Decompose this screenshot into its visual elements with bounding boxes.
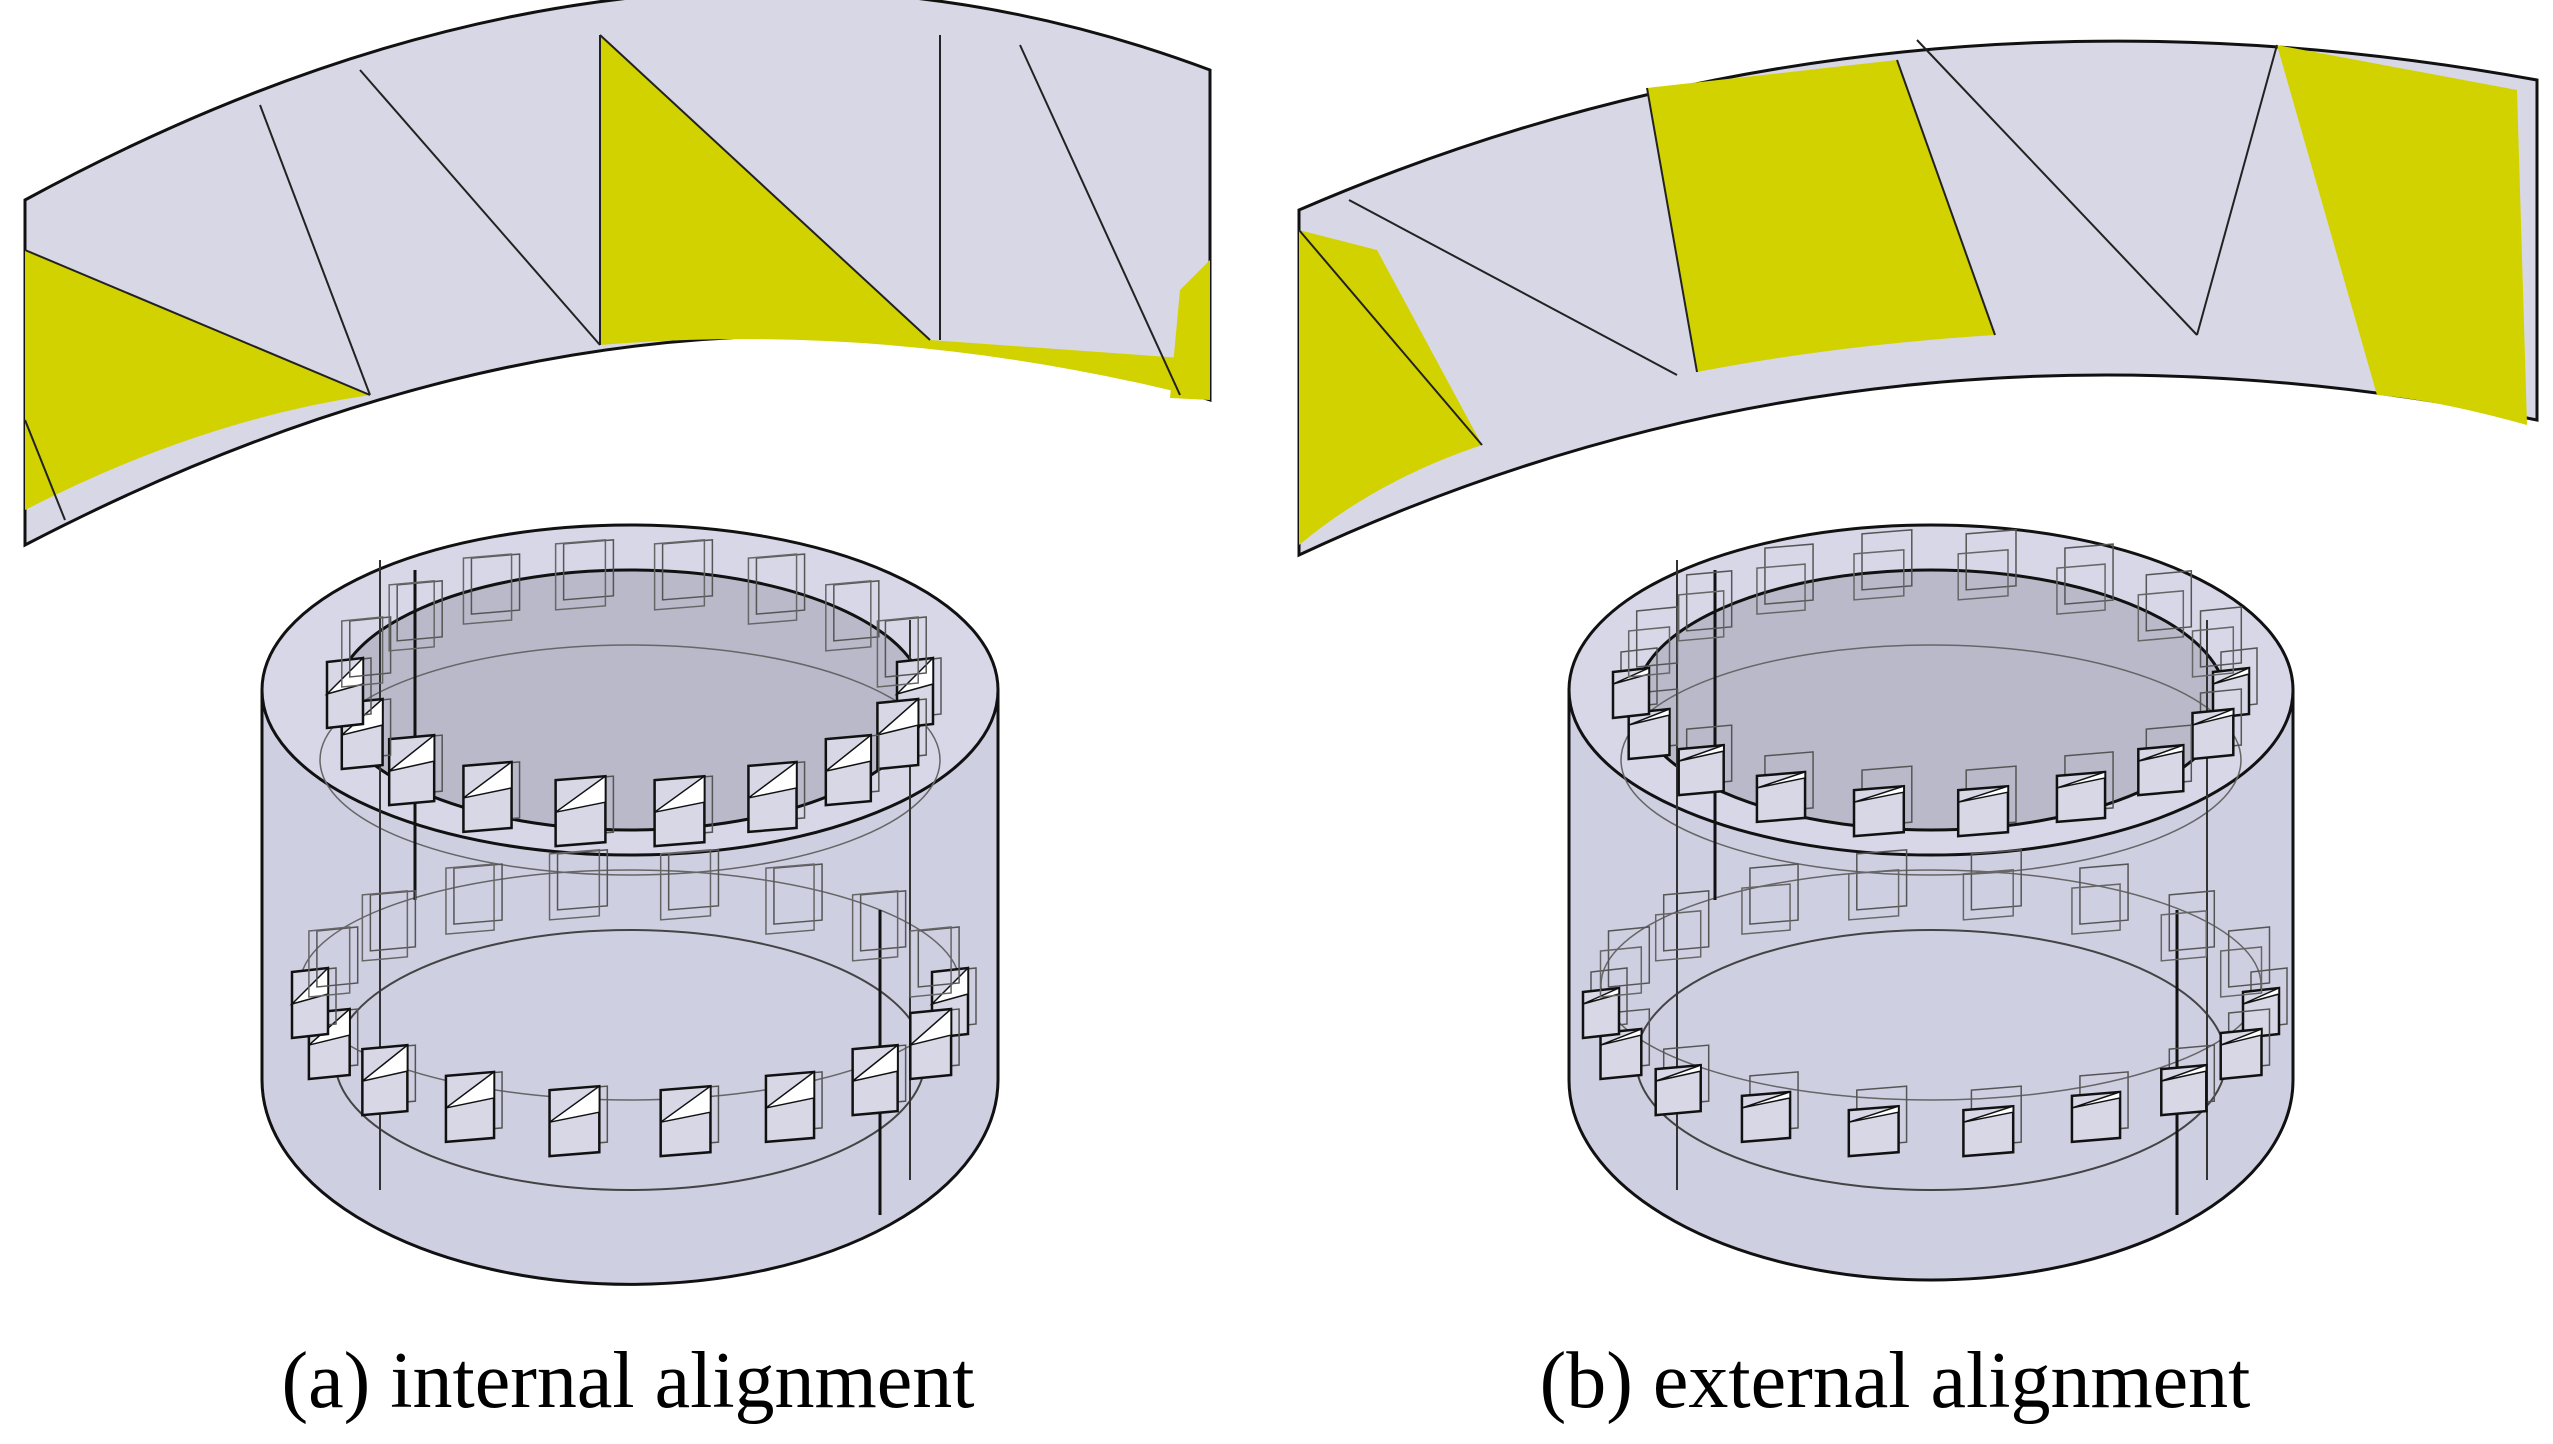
magnet-block bbox=[1962, 849, 2022, 921]
magnet-block bbox=[2160, 1044, 2216, 1117]
magnet-block bbox=[909, 1007, 960, 1081]
magnet-block bbox=[2219, 1008, 2271, 1081]
cylinder-3d-view bbox=[1567, 523, 2295, 1282]
magnet-block bbox=[289, 966, 337, 1040]
magnet-block bbox=[2070, 1071, 2129, 1144]
magnet-block bbox=[659, 849, 720, 921]
magnet-block bbox=[1599, 1008, 1651, 1081]
magnet-block bbox=[1627, 606, 1679, 678]
magnet-block bbox=[554, 539, 615, 611]
cylinder-3d-view bbox=[260, 523, 1000, 1286]
magnet-block bbox=[1957, 529, 2017, 601]
magnet-block bbox=[548, 849, 609, 921]
magnet-block bbox=[308, 926, 359, 998]
magnet-block bbox=[2056, 543, 2114, 615]
magnet-block bbox=[361, 890, 417, 962]
magnet-block bbox=[1677, 570, 1733, 642]
magnet-block bbox=[747, 553, 806, 625]
panel-a-drawing bbox=[23, 0, 1212, 1286]
magnet-block bbox=[2191, 688, 2243, 761]
magnet-block bbox=[1962, 1085, 2022, 1158]
highlight-segment bbox=[1299, 230, 1482, 545]
magnet-block bbox=[825, 580, 880, 652]
magnet-block bbox=[1654, 1044, 1710, 1117]
magnet-block bbox=[824, 733, 880, 807]
magnet-block bbox=[1853, 529, 1913, 601]
magnet-block bbox=[909, 926, 960, 998]
inner-ring-upper bbox=[1620, 644, 2242, 876]
magnet-block bbox=[361, 1043, 417, 1117]
magnet-row-lower bbox=[289, 849, 977, 1158]
magnet-block bbox=[2191, 606, 2243, 678]
magnet-block bbox=[554, 774, 615, 848]
magnet-block bbox=[2137, 724, 2193, 797]
segment-lines bbox=[1298, 39, 2278, 446]
caption-external-alignment: (b) external alignment bbox=[1539, 1337, 2251, 1425]
magnet-block bbox=[1741, 863, 1799, 935]
magnet-block bbox=[1677, 724, 1733, 797]
ring-segment-top-view bbox=[23, 0, 1212, 548]
magnet-block bbox=[1847, 1085, 1908, 1158]
highlight-segment bbox=[25, 250, 370, 510]
magnet-block bbox=[388, 580, 443, 652]
magnet-block bbox=[1627, 688, 1679, 761]
magnet-block bbox=[2219, 926, 2271, 998]
magnet-block bbox=[548, 1084, 609, 1158]
panel-internal-alignment: (a) internal alignment bbox=[0, 0, 1276, 1444]
magnet-block bbox=[1848, 849, 1908, 921]
magnet-block bbox=[851, 890, 907, 962]
highlight-segment bbox=[2277, 45, 2527, 425]
magnet-block bbox=[1740, 1071, 1799, 1144]
magnet-block bbox=[341, 616, 392, 688]
magnet-row-upper bbox=[1611, 529, 2258, 838]
magnet-block bbox=[2071, 863, 2129, 935]
magnet-block bbox=[653, 539, 714, 611]
magnet-block bbox=[764, 1070, 823, 1144]
magnet-block bbox=[444, 1070, 503, 1144]
magnet-block bbox=[659, 1084, 720, 1158]
magnet-block bbox=[1599, 926, 1651, 998]
ring-segment-top-view bbox=[1297, 39, 2539, 558]
magnet-block bbox=[324, 656, 372, 730]
magnet-block bbox=[1756, 543, 1814, 615]
magnet-block bbox=[1956, 765, 2017, 838]
magnet-block bbox=[2055, 751, 2114, 824]
magnet-block bbox=[851, 1043, 907, 1117]
magnet-row-lower bbox=[1581, 849, 2288, 1158]
magnet-block bbox=[2241, 967, 2288, 1040]
magnet-row-upper bbox=[324, 539, 942, 848]
magnet-block bbox=[462, 760, 521, 834]
magnet-block bbox=[2160, 890, 2216, 962]
highlight-segment bbox=[1647, 60, 1995, 372]
magnet-block bbox=[462, 553, 521, 625]
highlight-segment bbox=[1170, 260, 1210, 400]
magnet-block bbox=[747, 760, 806, 834]
magnet-block bbox=[2211, 647, 2258, 720]
magnet-block bbox=[387, 733, 443, 807]
magnet-block bbox=[765, 863, 823, 935]
magnet-block bbox=[1654, 890, 1710, 962]
magnet-block bbox=[445, 863, 503, 935]
magnet-block bbox=[1755, 751, 1814, 824]
segment-lines bbox=[24, 34, 1181, 521]
panel-b-drawing bbox=[1297, 39, 2539, 1282]
magnet-block bbox=[2137, 570, 2193, 642]
panel-external-alignment: (b) external alignment bbox=[1277, 0, 2553, 1444]
highlight-segment bbox=[600, 35, 1210, 400]
magnet-block bbox=[1852, 765, 1913, 838]
magnet-block bbox=[876, 616, 927, 688]
magnet-block bbox=[876, 697, 927, 771]
caption-internal-alignment: (a) internal alignment bbox=[281, 1337, 975, 1425]
magnet-block bbox=[653, 774, 714, 848]
inner-ring-upper bbox=[319, 644, 941, 876]
